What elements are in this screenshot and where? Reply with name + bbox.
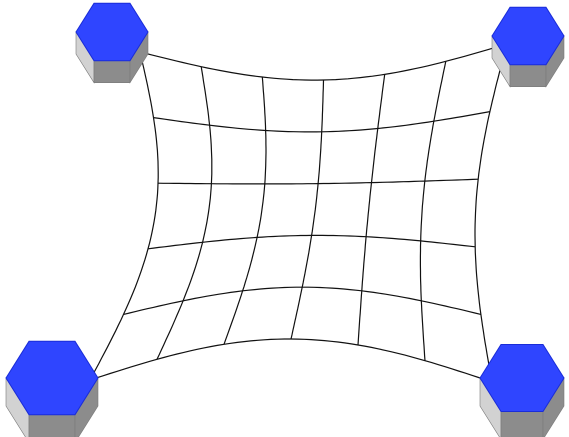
mesh-vertical-line <box>224 77 266 344</box>
post-side-face <box>94 61 130 83</box>
mesh-vertical-line <box>90 52 158 380</box>
post-bottom-right <box>480 345 564 437</box>
mesh-horizontal-line <box>124 287 481 314</box>
mesh-vertical-line <box>475 44 507 382</box>
mesh-horizontal-line <box>140 44 507 80</box>
post-top-left <box>76 3 148 82</box>
mesh-vertical-line <box>291 80 324 339</box>
mesh-vertical-line <box>358 74 385 345</box>
post-top-right <box>492 7 564 86</box>
mesh <box>90 44 507 382</box>
post-side-face <box>29 415 75 437</box>
post-side-face <box>501 412 543 437</box>
mesh-horizontal-line <box>90 339 492 382</box>
mesh-vertical-line <box>420 61 445 360</box>
post-bottom-left <box>6 341 98 437</box>
post-side-face <box>510 65 546 87</box>
mesh-vertical-line <box>157 67 212 360</box>
